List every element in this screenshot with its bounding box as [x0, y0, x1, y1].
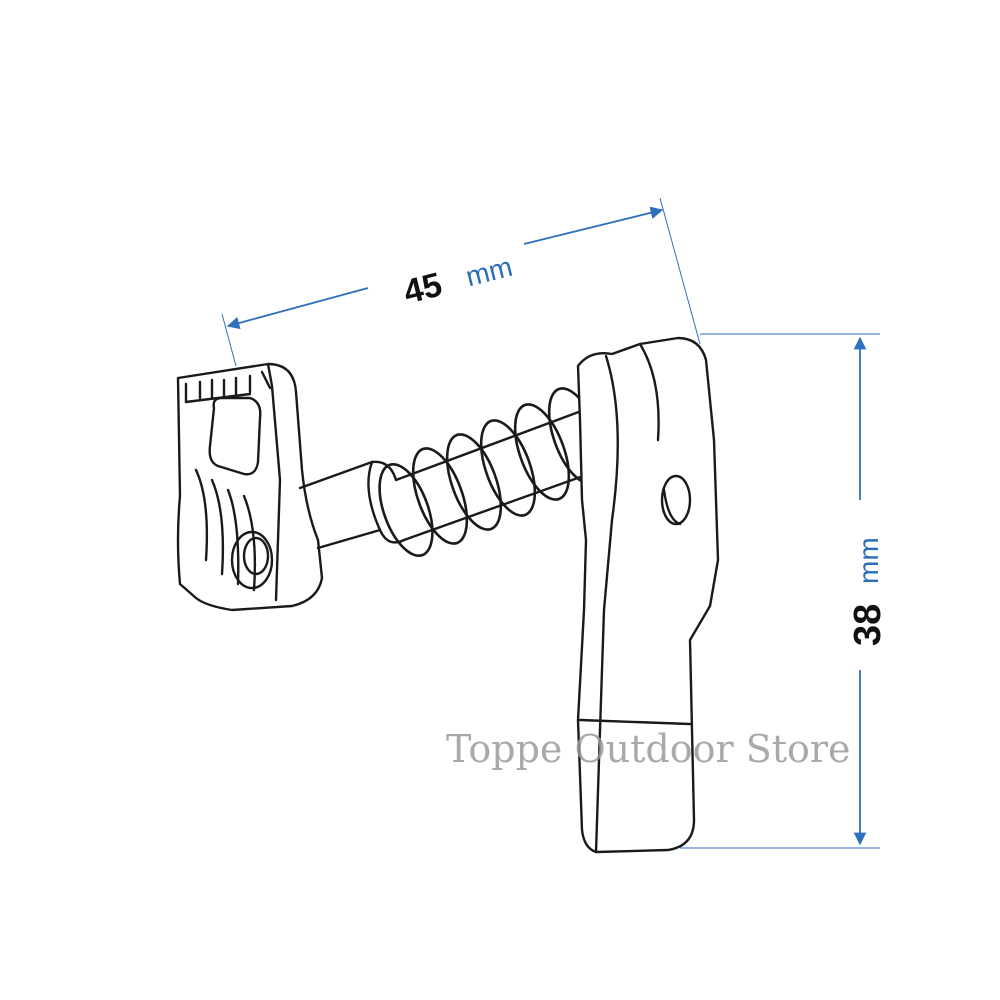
- width-extension-right: [659, 197, 701, 345]
- width-arrow-left: [226, 287, 369, 330]
- width-extension-left: [221, 313, 237, 367]
- height-unit: mm: [853, 537, 884, 584]
- store-watermark: Toppe Outdoor Store: [446, 727, 851, 771]
- width-arrow-right: [523, 206, 664, 245]
- width-value: 45: [400, 266, 446, 312]
- lever-head: [176, 362, 324, 612]
- width-unit: mm: [463, 251, 516, 292]
- lever-body: [576, 336, 720, 854]
- safety-selector-part-drawing: [176, 336, 720, 854]
- height-dimension: 38 mm: [680, 333, 889, 849]
- width-dimension: 45 mm: [221, 197, 701, 367]
- coil-spring: [378, 387, 605, 558]
- height-value: 38: [847, 604, 889, 646]
